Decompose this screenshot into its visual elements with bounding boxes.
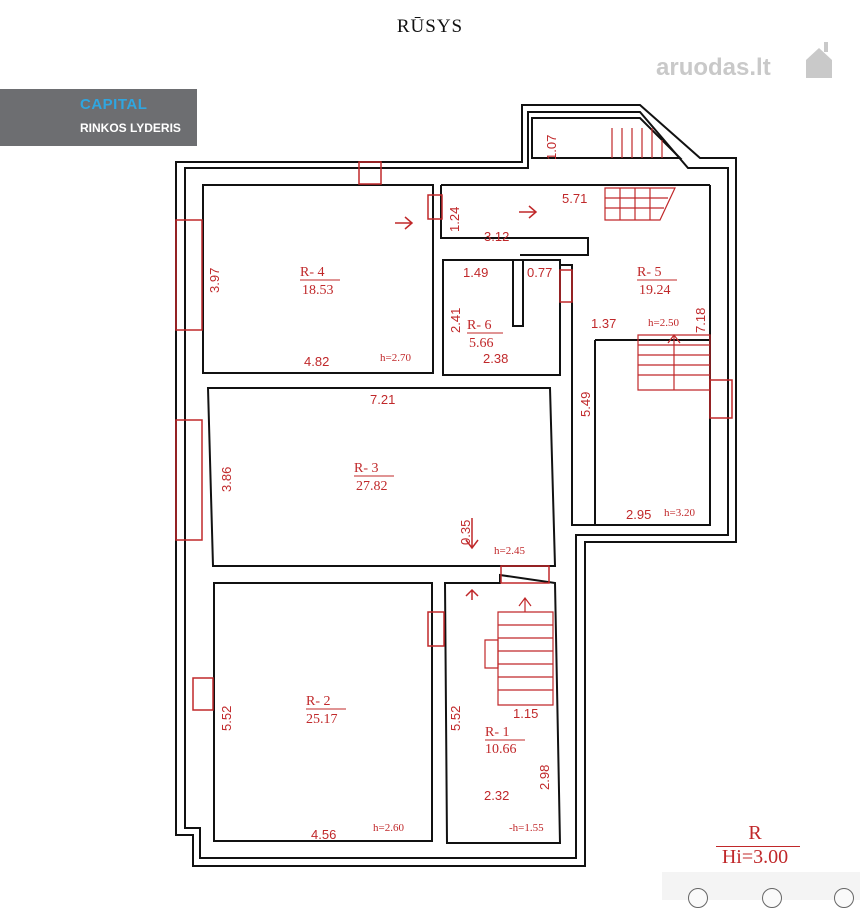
outer-walls: [175, 104, 737, 867]
room-r6-area: 5.66: [469, 336, 494, 351]
room-r5-label: R- 5: [637, 265, 662, 280]
room-r4-label: R- 4: [300, 265, 325, 280]
dim-label: 5.52: [219, 706, 234, 731]
room-r4-area: 18.53: [302, 283, 334, 298]
dim-label: 1.24: [447, 207, 462, 232]
room-r5-height: h=2.50: [648, 317, 679, 329]
legend-label: R: [748, 822, 762, 844]
dim-label: 1.49: [463, 265, 488, 280]
room-r4-height: h=2.70: [380, 352, 411, 364]
dim-label: 4.56: [311, 827, 336, 842]
dim-label: 1.37: [591, 316, 616, 331]
dim-label: 0.77: [527, 265, 552, 280]
dim-label: 2.41: [448, 308, 463, 333]
room-r1-label: R- 1: [485, 725, 510, 740]
dim-label: 2.38: [483, 351, 508, 366]
room-r5-height-2: h=3.20: [664, 507, 695, 519]
room-r2-height: h=2.60: [373, 822, 404, 834]
badge-subtitle: RINKOS LYDERIS: [80, 121, 181, 135]
dim-label: 3.12: [484, 229, 509, 244]
doors: [358, 161, 573, 647]
dim-label: 5.49: [578, 392, 593, 417]
control-button-icon[interactable]: [834, 888, 854, 908]
room-r5-area: 19.24: [639, 283, 671, 298]
room-r1-area: 10.66: [485, 742, 517, 757]
page-title: RŪSYS: [396, 16, 464, 37]
dim-label: 2.95: [626, 507, 651, 522]
control-button-icon[interactable]: [688, 888, 708, 908]
dim-label: 1.15: [513, 706, 538, 721]
room-r1-height: -h=1.55: [509, 822, 544, 834]
dim-label: 7.18: [693, 308, 708, 333]
stairs: [484, 128, 711, 706]
dim-label: 1.07: [544, 135, 559, 160]
dim-label: 3.97: [207, 268, 222, 293]
room-r6-label: R- 6: [467, 318, 492, 333]
dim-label: 3.86: [219, 467, 234, 492]
legend-height: Hi=3.00: [721, 846, 789, 868]
room-r2-area: 25.17: [306, 712, 338, 727]
dim-label: 7.21: [370, 392, 395, 407]
room-r2-label: R- 2: [306, 694, 331, 709]
image-controls: [662, 872, 860, 908]
dim-label: 2.32: [484, 788, 509, 803]
aruodas-watermark: aruodas.lt: [656, 42, 836, 88]
dim-label: 2.98: [537, 765, 552, 790]
dim-label: 5.52: [448, 706, 463, 731]
room-labels: R- 4 18.53 h=2.70 R- 6 5.66 R- 5 19.24 h…: [300, 265, 695, 834]
capital-badge: CAPITAL RINKOS LYDERIS: [0, 89, 197, 146]
house-icon: [806, 42, 832, 78]
plan-legend: R Hi=3.00: [700, 820, 830, 870]
legend-divider: [716, 846, 800, 847]
dim-label: 5.71: [562, 191, 587, 206]
room-r3-height: h=2.45: [494, 545, 525, 557]
windows: [175, 219, 733, 711]
dim-label: 0.35: [458, 520, 473, 545]
room-r3-label: R- 3: [354, 461, 379, 476]
dim-label: 4.82: [304, 354, 329, 369]
dimension-labels: 1.07 5.71 1.24 3.12 3.97 1.49 0.77 2.41 …: [207, 135, 708, 842]
watermark-text: aruodas.lt: [656, 54, 771, 81]
control-button-icon[interactable]: [762, 888, 782, 908]
room-r3-area: 27.82: [356, 479, 388, 494]
capital-logo: CAPITAL: [80, 96, 148, 113]
